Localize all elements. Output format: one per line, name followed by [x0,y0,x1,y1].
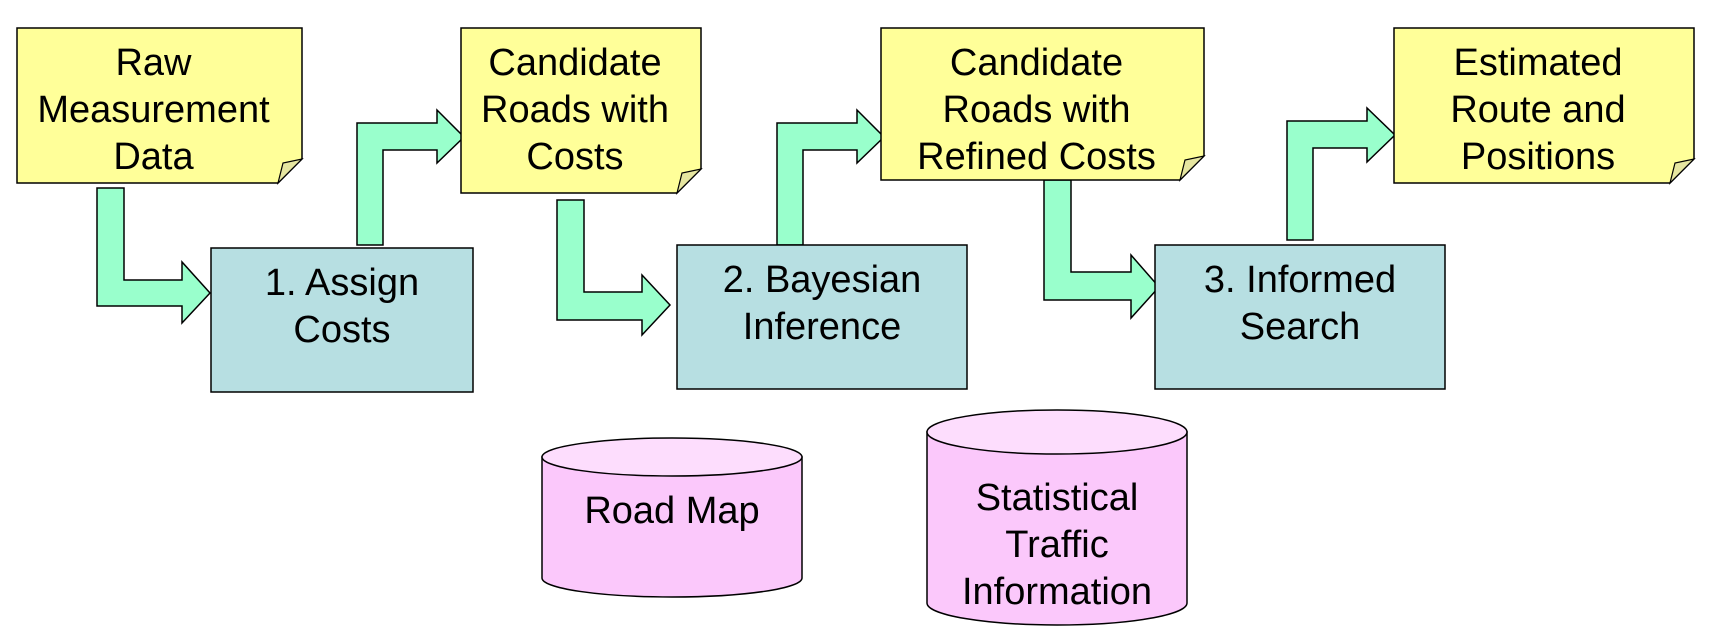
cylinder-shape-icon [541,456,803,598]
database-traffic-info-label-line-1: Statistical [976,477,1139,519]
cylinder-top-icon [926,409,1188,455]
arrow-bayesian-to-refined-roads [776,108,886,246]
cylinder-shape-icon [926,431,1188,626]
process-bayesian-inference-label-line-2: Inference [743,306,901,348]
document-candidate-roads-label-line-2: Roads with [481,89,669,131]
process-box [1154,244,1446,390]
document-refined-roads-label-line-1: Candidate [950,42,1123,84]
database-road-map: Road Map [541,437,803,598]
database-road-map-label-line-1: Road Map [584,490,759,532]
database-traffic-info-label-line-2: Traffic [1005,524,1108,566]
document-raw-data-label-line-3: Data [113,136,194,178]
process-informed-search-label-line-2: Search [1240,306,1360,348]
document-refined-roads-label-line-2: Roads with [943,89,1131,131]
arrow-raw-data-to-assign-costs [96,187,212,325]
document-estimated-route-label-line-3: Positions [1461,136,1615,178]
database-traffic-info-label-line-3: Information [962,571,1152,613]
process-informed-search-label-line-1: 3. Informed [1204,259,1396,301]
cylinder-top-icon [541,437,803,477]
document-fold-icon [1178,154,1206,182]
arrow-candidate-roads-to-bayesian [556,199,672,337]
process-assign-costs-label-line-1: 1. Assign [265,262,419,304]
process-assign-costs-label-line-2: Costs [293,309,390,351]
process-box [676,244,968,390]
arrow-assign-costs-to-candidate-roads [356,108,466,246]
document-estimated-route-label-line-2: Route and [1450,89,1625,131]
document-candidate-roads-label-line-3: Costs [526,136,623,178]
arrow-informed-search-to-estimated-route [1286,106,1397,241]
process-box [210,247,474,393]
arrow-refined-roads-to-informed-search [1043,179,1161,320]
document-raw-data-label-line-2: Measurement [37,89,270,131]
document-refined-roads-label-line-3: Refined Costs [917,136,1156,178]
document-fold-icon [276,157,304,185]
document-estimated-route-label-line-1: Estimated [1454,42,1623,84]
document-raw-data-label-line-1: Raw [115,42,192,84]
document-fold-icon [1668,157,1696,185]
process-bayesian-inference-label-line-1: 2. Bayesian [723,259,922,301]
document-fold-icon [675,167,703,195]
document-candidate-roads-label-line-1: Candidate [488,42,661,84]
